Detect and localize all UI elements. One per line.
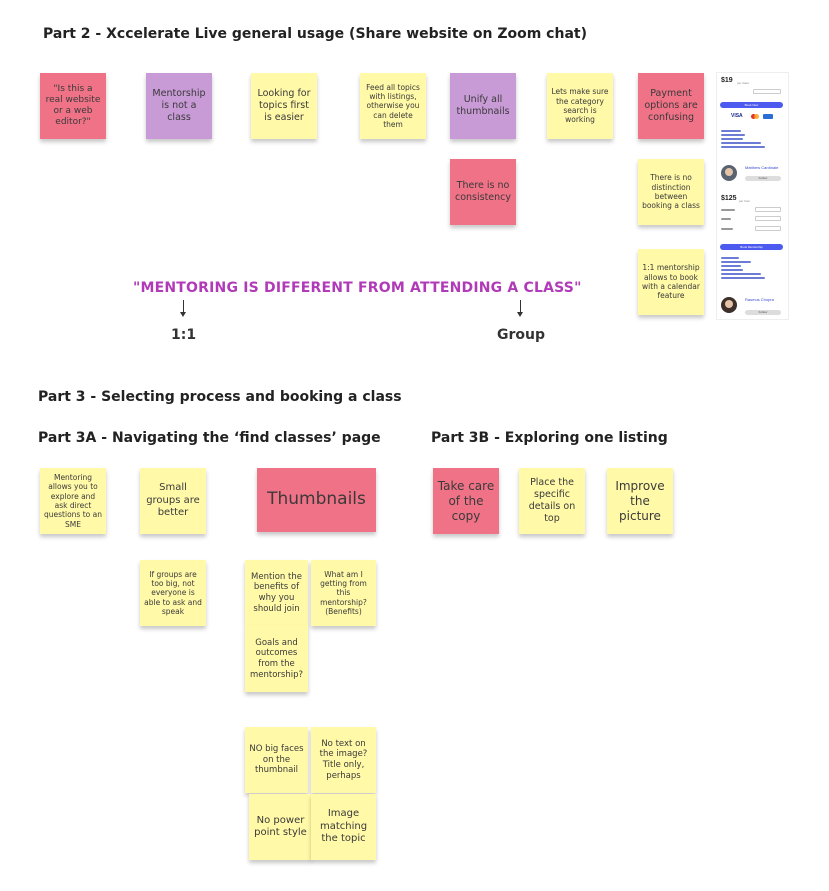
avatar (721, 297, 737, 313)
duration-field[interactable] (755, 226, 781, 231)
sticky-note[interactable]: Small groups are better (140, 468, 206, 534)
sticky-note[interactable]: What am I getting from this mentorship? … (311, 560, 376, 626)
feature-line (721, 134, 745, 136)
mastercard-icon (754, 114, 759, 119)
field-label (721, 209, 735, 211)
card-brand-icon (763, 114, 773, 119)
label-group: Group (497, 327, 546, 343)
sticky-note[interactable]: "Is this a real website or a web editor?… (40, 73, 106, 139)
feature-line (721, 261, 751, 263)
sticky-note[interactable]: Place the specific details on top (519, 468, 585, 534)
price-unit: per class (737, 81, 750, 85)
feature-line (721, 273, 761, 275)
feature-line (721, 138, 743, 140)
feature-line (721, 142, 761, 144)
sticky-note[interactable]: Lets make sure the category search is wo… (547, 73, 613, 139)
sticky-note-large[interactable]: Thumbnails (257, 468, 376, 532)
part3b-heading: Part 3B - Exploring one listing (431, 430, 668, 446)
part2-heading: Part 2 - Xccelerate Live general usage (… (43, 26, 587, 42)
select-field[interactable] (753, 89, 781, 94)
sticky-note[interactable]: NO big faces on the thumbnail (245, 727, 308, 793)
sticky-note[interactable]: Feed all topics with listings, otherwise… (360, 73, 426, 139)
follow-button[interactable]: Follow (745, 310, 781, 315)
sticky-note[interactable]: Goals and outcomes from the mentorship? (245, 626, 308, 692)
feature-line (721, 257, 739, 259)
down-arrow-icon (180, 300, 186, 317)
label-one-to-one: 1:1 (171, 327, 197, 343)
feature-line (721, 146, 765, 148)
mentor-name: Matthew Cardinale (745, 165, 779, 170)
sticky-note[interactable]: 1:1 mentorship allows to book with a cal… (638, 249, 704, 315)
feature-line (721, 269, 743, 271)
sticky-note[interactable]: Unify all thumbnails (450, 73, 516, 139)
part3-heading: Part 3 - Selecting process and booking a… (38, 389, 402, 405)
time-field[interactable] (755, 216, 781, 221)
price-per-hour: $125 (721, 195, 737, 202)
sticky-note[interactable]: Looking for topics first is easier (251, 73, 317, 139)
sticky-note[interactable]: No text on the image? Title only, perhap… (311, 727, 376, 793)
date-field[interactable] (755, 207, 781, 212)
feature-line (721, 265, 741, 267)
down-arrow-icon (517, 300, 523, 317)
feature-line (721, 130, 741, 132)
book-mentorship-button[interactable]: Book Mentorship (720, 244, 783, 250)
book-now-button[interactable]: Book Now (720, 102, 783, 108)
mentor-name: Rasmus Chopra (745, 297, 774, 302)
mastercard-icon (751, 114, 756, 119)
website-card-screenshot: $19 per class Book Now VISA Matthew Card… (716, 72, 789, 320)
sticky-note[interactable]: Mentorship is not a class (146, 73, 212, 139)
feature-line (721, 277, 765, 279)
sticky-note[interactable]: If groups are too big, not everyone is a… (140, 560, 206, 626)
price-per-class: $19 (721, 77, 733, 84)
sticky-note[interactable]: Improve the picture (607, 468, 673, 534)
sticky-note[interactable]: Image matching the topic (311, 794, 376, 860)
visa-logo: VISA (731, 113, 743, 119)
sticky-note[interactable]: Mention the benefits of why you should j… (245, 560, 308, 626)
avatar (721, 165, 737, 181)
sticky-note[interactable]: There is no distinction between booking … (638, 159, 704, 225)
sticky-note[interactable]: No power point style (249, 794, 312, 860)
sticky-note[interactable]: Mentoring allows you to explore and ask … (40, 468, 106, 534)
price-unit: per hour (739, 199, 751, 203)
field-label (721, 218, 731, 220)
sticky-note[interactable]: Take care of the copy (433, 468, 499, 534)
field-label (721, 228, 733, 230)
part3a-heading: Part 3A - Navigating the ‘find classes’ … (38, 430, 381, 446)
mentoring-quote: "MENTORING IS DIFFERENT FROM ATTENDING A… (133, 280, 582, 296)
sticky-note[interactable]: Payment options are confusing (638, 73, 704, 139)
follow-button[interactable]: Follow (745, 176, 781, 181)
sticky-note[interactable]: There is no consistency (450, 159, 516, 225)
